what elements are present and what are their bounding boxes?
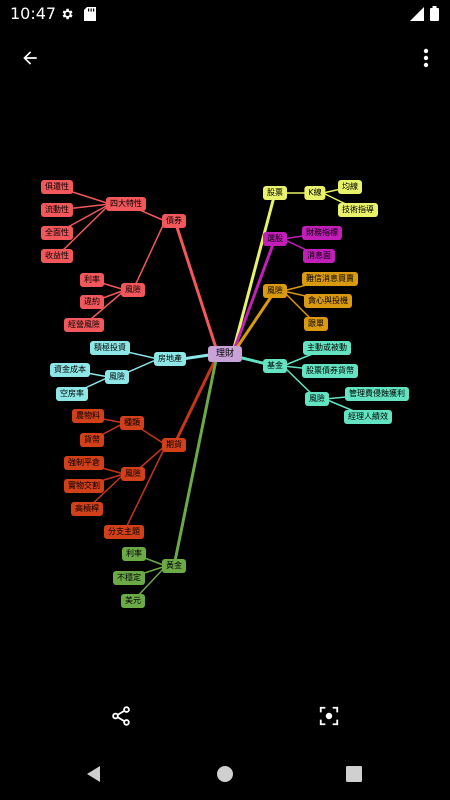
node-n1a1[interactable]: 俱還性 bbox=[41, 180, 73, 194]
nav-back-icon bbox=[87, 766, 100, 782]
node-n2[interactable]: 房地產 bbox=[154, 352, 186, 366]
link-n1-n1b bbox=[132, 220, 166, 291]
node-n1b2[interactable]: 違約 bbox=[80, 295, 104, 309]
node-n6a[interactable]: 財務指標 bbox=[302, 226, 342, 240]
node-n5a2[interactable]: 技術指導 bbox=[338, 203, 378, 217]
node-n3b[interactable]: 風險 bbox=[121, 467, 145, 481]
link-root-n7 bbox=[232, 290, 277, 353]
node-n1a2[interactable]: 流動性 bbox=[41, 203, 73, 217]
link-root-n6 bbox=[232, 238, 277, 351]
node-n8[interactable]: 基金 bbox=[263, 359, 287, 373]
node-n6[interactable]: 選股 bbox=[263, 232, 287, 246]
link-n3-n3c bbox=[123, 444, 167, 533]
node-n2a[interactable]: 積極投資 bbox=[90, 341, 130, 355]
node-n4[interactable]: 黃金 bbox=[162, 559, 186, 573]
node-n3b2[interactable]: 實物交割 bbox=[64, 479, 104, 493]
node-root[interactable]: 理財 bbox=[207, 346, 243, 362]
battery-icon bbox=[430, 6, 439, 25]
node-n3a[interactable]: 種類 bbox=[120, 416, 144, 430]
more-vert-icon bbox=[423, 48, 429, 68]
node-n3a1[interactable]: 農物料 bbox=[72, 409, 104, 423]
node-n3b3[interactable]: 高槓桿 bbox=[71, 502, 103, 516]
node-n2b1[interactable]: 資金成本 bbox=[50, 363, 90, 377]
node-n3b1[interactable]: 強制平倉 bbox=[64, 456, 104, 470]
app-bar bbox=[0, 30, 450, 82]
node-n7a[interactable]: 難信消息買賣 bbox=[302, 272, 358, 286]
node-n5a1[interactable]: 均線 bbox=[338, 180, 362, 194]
nav-home-icon bbox=[217, 766, 233, 782]
node-n1[interactable]: 債券 bbox=[162, 214, 186, 228]
node-n7b[interactable]: 貪心與投機 bbox=[304, 294, 352, 308]
back-button[interactable] bbox=[14, 42, 46, 74]
node-n8a[interactable]: 主動或被動 bbox=[303, 341, 351, 355]
status-time: 10:47 bbox=[10, 4, 57, 23]
node-n8b[interactable]: 股票債券貨幣 bbox=[302, 364, 358, 378]
signal-icon bbox=[410, 6, 424, 25]
node-n2b2[interactable]: 空房率 bbox=[56, 387, 88, 401]
node-n5a[interactable]: K線 bbox=[304, 186, 326, 200]
share-icon bbox=[112, 706, 130, 726]
node-n4c[interactable]: 美元 bbox=[121, 594, 145, 608]
bottom-actions bbox=[0, 700, 450, 736]
arrow-back-icon bbox=[23, 51, 37, 65]
node-n3a2[interactable]: 貨幣 bbox=[80, 433, 104, 447]
more-options-button[interactable] bbox=[414, 42, 438, 74]
node-n5[interactable]: 股票 bbox=[263, 186, 287, 200]
node-n8c1[interactable]: 管理費侵蝕獲利 bbox=[345, 387, 409, 401]
node-n3[interactable]: 期貨 bbox=[162, 438, 186, 452]
node-n1a3[interactable]: 全面性 bbox=[41, 226, 73, 240]
node-n4a[interactable]: 利率 bbox=[122, 547, 146, 561]
link-root-n5 bbox=[232, 192, 277, 349]
sd-card-icon bbox=[84, 6, 96, 25]
system-nav-bar bbox=[0, 748, 450, 800]
node-n1a[interactable]: 四大特性 bbox=[106, 197, 146, 211]
node-n2b[interactable]: 風險 bbox=[105, 370, 129, 384]
node-n4b[interactable]: 不穩定 bbox=[113, 571, 145, 585]
link-root-n3 bbox=[172, 357, 218, 446]
status-bar: 10:47 bbox=[0, 0, 450, 28]
share-button[interactable] bbox=[107, 702, 135, 730]
node-n8c2[interactable]: 經理人績效 bbox=[344, 410, 392, 424]
node-n6b[interactable]: 消息面 bbox=[303, 249, 335, 263]
node-n1b1[interactable]: 利率 bbox=[80, 273, 104, 287]
node-n8c[interactable]: 風險 bbox=[305, 392, 329, 406]
node-n3c[interactable]: 分支主題 bbox=[104, 525, 144, 539]
nav-home-button[interactable] bbox=[213, 762, 237, 786]
nav-recent-button[interactable] bbox=[342, 762, 366, 786]
nav-recent-icon bbox=[346, 766, 362, 782]
link-root-n4 bbox=[172, 359, 218, 567]
node-n7c[interactable]: 跟單 bbox=[304, 317, 328, 331]
screenshot-scan-icon bbox=[319, 706, 339, 726]
gear-icon bbox=[60, 6, 74, 25]
nav-back-button[interactable] bbox=[82, 762, 106, 786]
link-n1a-4 bbox=[56, 203, 111, 257]
node-n7[interactable]: 風險 bbox=[263, 284, 287, 298]
screenshot-button[interactable] bbox=[315, 702, 343, 730]
link-root-n1 bbox=[173, 220, 218, 349]
node-n1b3[interactable]: 經營風險 bbox=[64, 318, 104, 332]
node-n1a4[interactable]: 收益性 bbox=[41, 249, 73, 263]
node-n1b[interactable]: 風險 bbox=[121, 283, 145, 297]
